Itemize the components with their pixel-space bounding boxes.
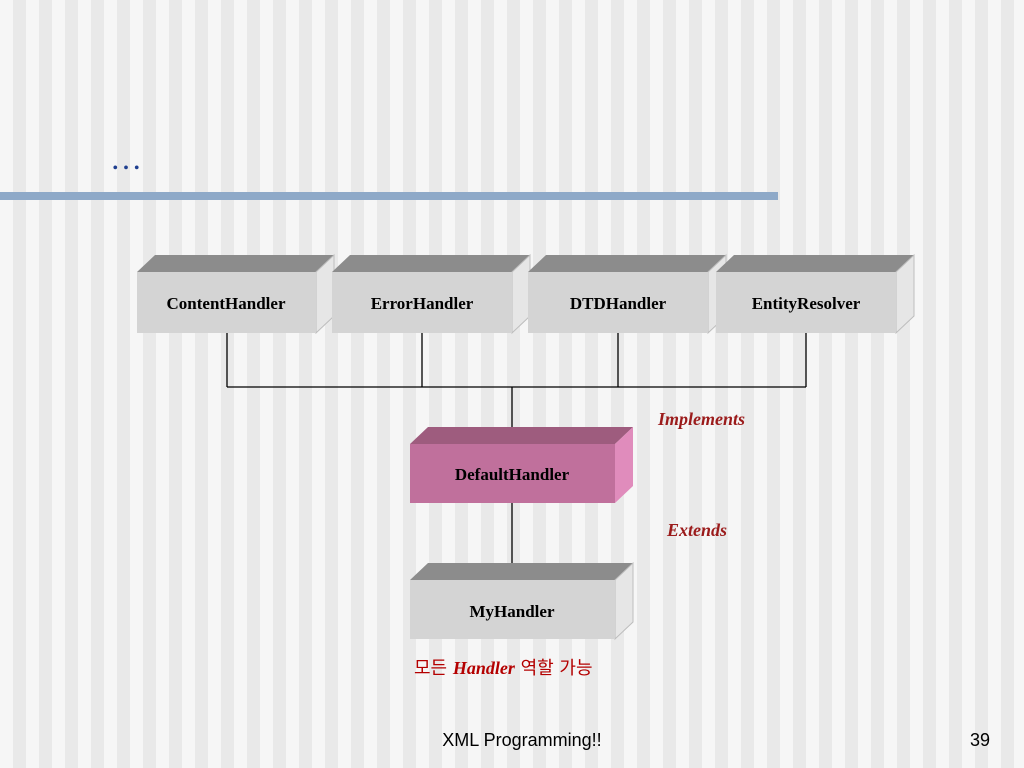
box-entity-resolver: EntityResolver bbox=[716, 253, 915, 335]
implements-connectors bbox=[226, 333, 807, 446]
label-content-handler: ContentHandler bbox=[167, 294, 286, 313]
box-my-handler: MyHandler bbox=[410, 561, 634, 641]
slide-title: … bbox=[110, 140, 144, 176]
page-number: 39 bbox=[969, 730, 990, 750]
label-dtd-handler: DTDHandler bbox=[570, 294, 667, 313]
note-suffix: 역할 가능 bbox=[514, 658, 593, 679]
title-underline bbox=[0, 192, 778, 200]
box-default-handler: DefaultHandler bbox=[410, 427, 633, 503]
box-content-handler: ContentHandler bbox=[137, 253, 335, 335]
note-handler: Handler bbox=[452, 658, 515, 678]
label-default-handler: DefaultHandler bbox=[455, 465, 570, 484]
box-error-handler: ErrorHandler bbox=[332, 253, 531, 335]
note-prefix: 모든 bbox=[414, 658, 453, 679]
label-error-handler: ErrorHandler bbox=[371, 294, 474, 313]
extends-label: Extends bbox=[666, 520, 727, 540]
footer-title: XML Programming!! bbox=[442, 730, 602, 750]
label-my-handler: MyHandler bbox=[470, 602, 555, 621]
note-all-handler-roles: 모든 Handler 역할 가능 bbox=[414, 654, 593, 680]
label-entity-resolver: EntityResolver bbox=[752, 294, 861, 313]
implements-label: Implements bbox=[657, 409, 745, 429]
box-dtd-handler: DTDHandler bbox=[528, 253, 727, 335]
